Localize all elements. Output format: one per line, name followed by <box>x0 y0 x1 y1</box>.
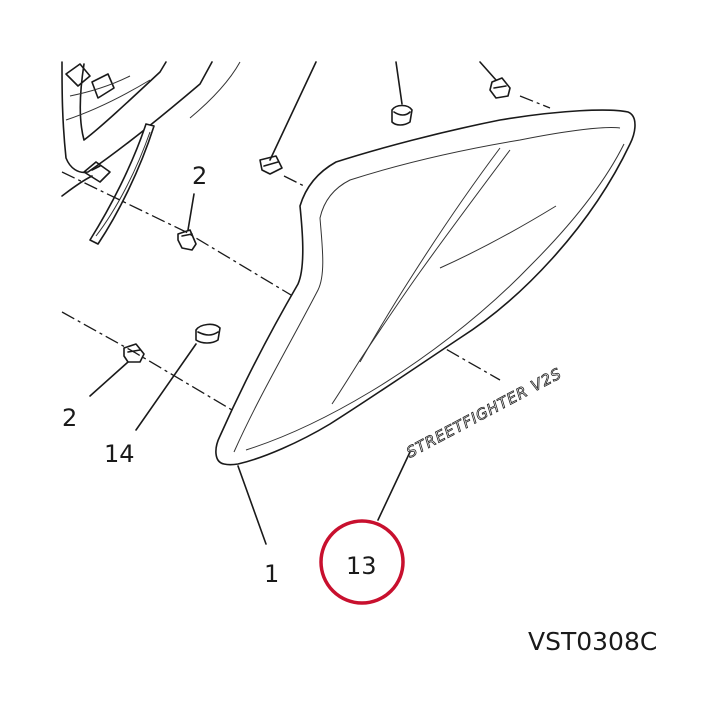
label-panel: 1 <box>264 560 279 588</box>
side-panel <box>215 109 636 466</box>
upper-fasteners <box>259 77 511 175</box>
label-pad: 14 <box>104 440 135 468</box>
clip-icon-upper <box>177 229 197 251</box>
frame-fragment <box>61 61 241 197</box>
label-decal: 13 <box>346 552 377 580</box>
side-strip <box>89 123 155 245</box>
label-clip-upper: 2 <box>192 162 207 190</box>
highlight-circle <box>319 519 405 605</box>
clip-icon-lower <box>123 343 145 363</box>
label-clip-lower: 2 <box>62 404 77 432</box>
pad-icon <box>195 323 221 344</box>
decal: STREETFIGHTER V2S <box>403 364 565 462</box>
frame-clip-icon <box>83 161 111 183</box>
drawing-code: VST0308C <box>528 627 657 656</box>
decal-text: STREETFIGHTER V2S <box>403 364 565 461</box>
leader-lines <box>89 61 497 545</box>
